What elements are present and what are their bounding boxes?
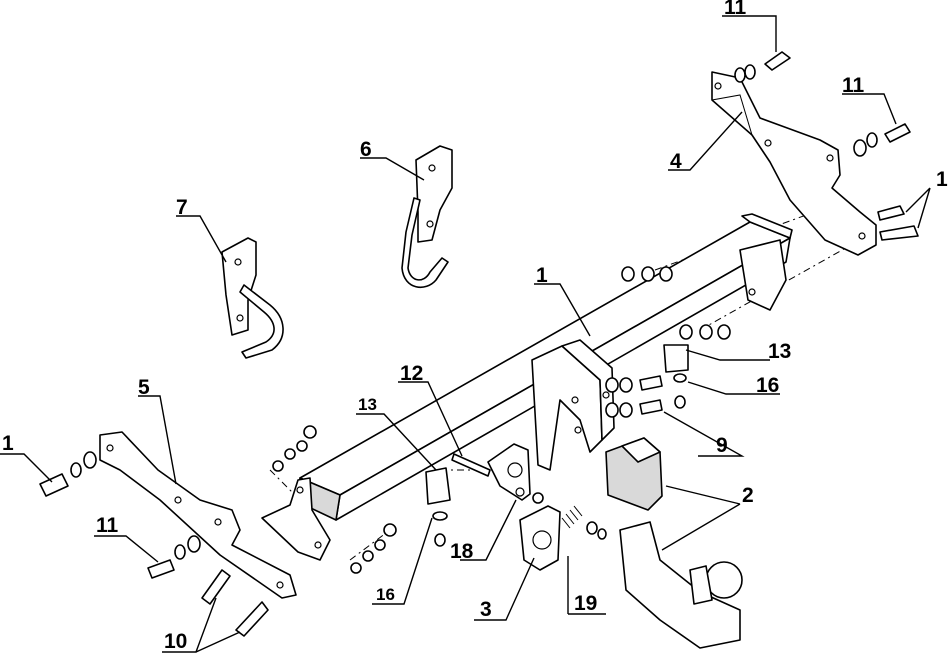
- callout-leaders: [0, 15, 931, 653]
- inner-bracket-7: [221, 237, 284, 359]
- callout-5: 5: [138, 376, 150, 399]
- spring-19: [561, 505, 607, 540]
- right-side-bracket: [711, 71, 877, 256]
- callout-4: 4: [670, 150, 682, 173]
- callout-2: 2: [742, 484, 754, 507]
- callout-18: 18: [450, 540, 474, 563]
- socket-bracket-3: [519, 492, 561, 571]
- callout-7: 7: [176, 196, 188, 219]
- callout-13-left: 13: [358, 395, 377, 414]
- main-cross-beam: [297, 213, 793, 521]
- callout-1-left: 1: [2, 432, 14, 455]
- detachable-hitch-2: [605, 437, 743, 649]
- callout-16-left: 16: [376, 585, 395, 604]
- left-side-bracket: [99, 431, 297, 599]
- socket-plate-18: [487, 443, 531, 501]
- callout-11-left: 11: [96, 514, 119, 537]
- callout-16-right: 16: [756, 374, 779, 397]
- left-end-plate: [261, 477, 331, 561]
- callout-1-beam: 1: [536, 264, 548, 287]
- callout-19: 19: [574, 592, 597, 615]
- inner-bracket-6: [401, 145, 453, 289]
- callout-11-top: 11: [724, 0, 747, 19]
- callout-labels: 11 11 1 4 6 7 1 13 16 9 5 12 13 1 2 11 1…: [2, 0, 948, 653]
- bolts-and-washers: [39, 51, 919, 637]
- callout-3: 3: [480, 598, 492, 621]
- callout-6: 6: [360, 138, 372, 161]
- callout-13-right: 13: [768, 340, 791, 363]
- callout-1-right: 1: [936, 168, 948, 191]
- callout-10: 10: [164, 630, 187, 653]
- callout-9: 9: [716, 434, 728, 457]
- callout-11-right: 11: [842, 74, 865, 97]
- callout-12: 12: [400, 362, 423, 385]
